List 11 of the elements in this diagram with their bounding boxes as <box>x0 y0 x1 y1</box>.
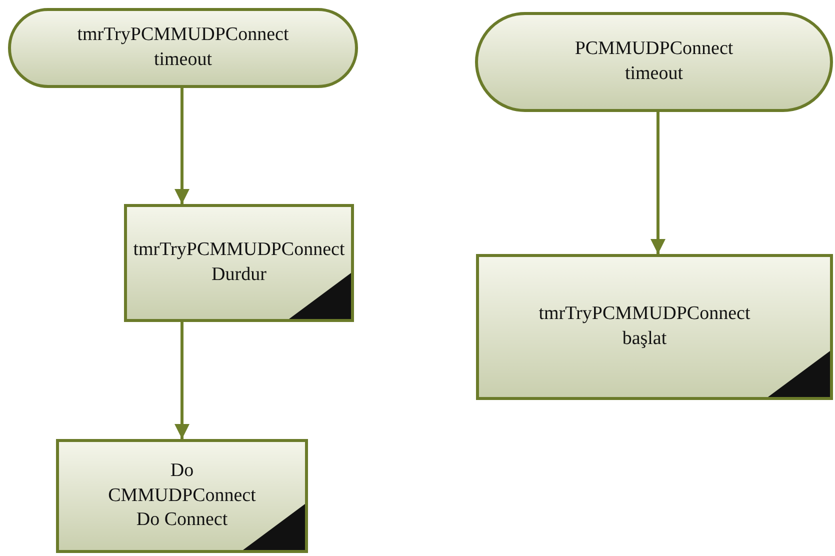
process-box <box>476 254 833 400</box>
process-box <box>56 439 308 553</box>
arrow <box>650 112 666 254</box>
process-box <box>124 204 354 322</box>
node-label: PCMMUDPConnect timeout <box>574 37 734 86</box>
node-label: tmrTryPCMMUDPConnect Durdur <box>132 238 346 287</box>
node-label: tmrTryPCMMUDPConnect timeout <box>76 23 290 72</box>
arrow <box>174 88 190 204</box>
node-label: tmrTryPCMMUDPConnect başlat <box>538 302 752 351</box>
arrow <box>174 322 190 439</box>
node-label: Do CMMUDPConnect Do Connect <box>107 458 257 532</box>
